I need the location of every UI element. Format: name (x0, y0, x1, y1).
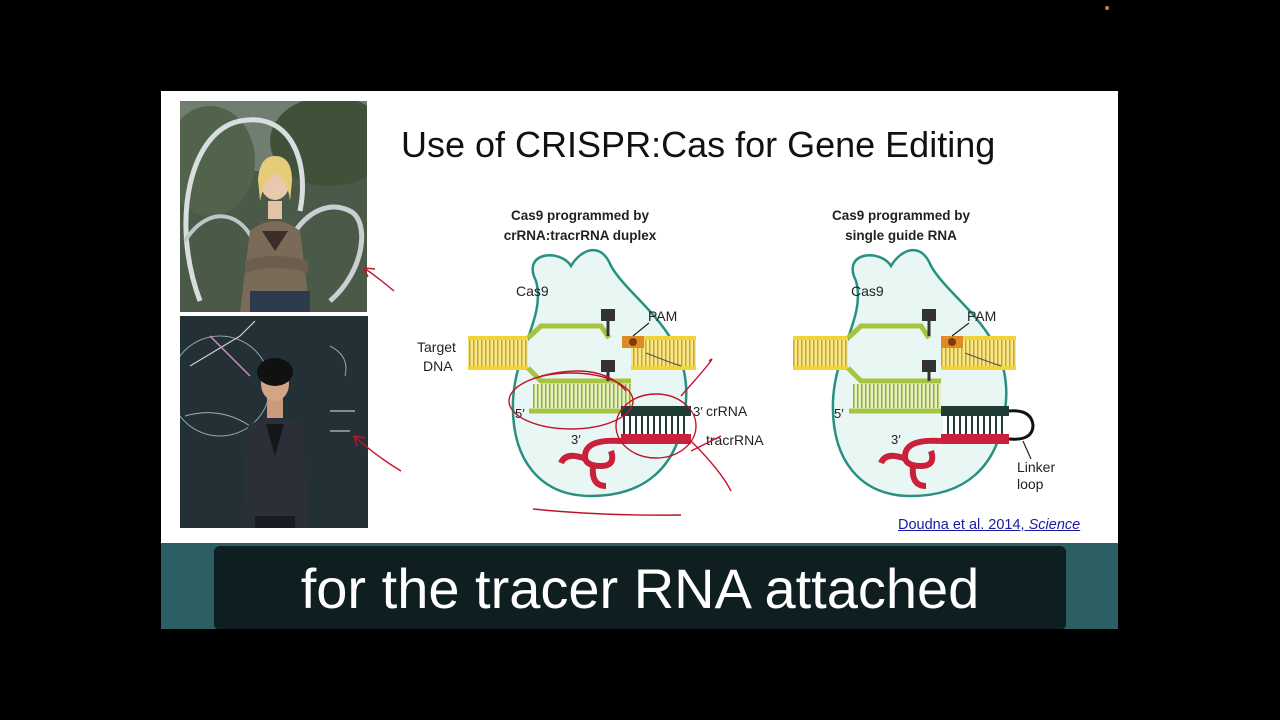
left-target-dna-left-segment (468, 338, 528, 368)
slide: Use of CRISPR:Cas for Gene Editing Cas9 … (161, 91, 1118, 629)
right-guide-rna-red (941, 434, 1009, 444)
right-linker-label-line1: Linker (1017, 459, 1055, 475)
left-three-prime-top: 3′ (693, 404, 703, 419)
left-crrna-label: crRNA (706, 403, 748, 419)
caption-band: for the tracer RNA attached (161, 543, 1118, 629)
left-pam-label: PAM (648, 308, 677, 324)
right-three-prime-bottom: 3′ (891, 432, 901, 447)
right-linker-loop (1008, 409, 1035, 441)
hand-drawn-annotations (353, 267, 732, 516)
left-crrna (621, 406, 691, 416)
left-cas9-label: Cas9 (516, 283, 549, 299)
right-five-prime: 5′ (834, 406, 844, 421)
portrait-photo-top (180, 101, 367, 312)
left-five-prime: 5′ (515, 406, 525, 421)
left-heading-line1: Cas9 programmed by (511, 208, 650, 223)
left-tracrrna (621, 434, 691, 444)
citation-journal: Science (1028, 517, 1081, 533)
portrait-photo-bottom (180, 316, 368, 528)
crispr-diagram: Cas9 programmed by crRNA:tracrRNA duplex… (353, 208, 1055, 516)
left-target-label-line2: DNA (423, 358, 453, 374)
diagram-left: Cas9 programmed by crRNA:tracrRNA duplex… (417, 208, 764, 498)
caption-text: for the tracer RNA attached (300, 556, 980, 620)
citation-link[interactable]: Doudna et al. 2014, Science (898, 517, 1080, 533)
left-guide-duplex (533, 384, 631, 408)
right-linker-label-line2: loop (1017, 476, 1044, 492)
right-pam-label: PAM (967, 308, 996, 324)
right-heading-line2: single guide RNA (845, 228, 957, 243)
left-heading-line2: crRNA:tracrRNA duplex (504, 228, 657, 243)
slide-title: Use of CRISPR:Cas for Gene Editing (401, 124, 996, 165)
right-guide-rna-dark (941, 406, 1009, 416)
caption-box: for the tracer RNA attached (214, 546, 1066, 629)
right-cas9-label: Cas9 (851, 283, 884, 299)
left-tracrrna-label: tracrRNA (706, 432, 764, 448)
recording-indicator-dot (1105, 6, 1109, 10)
citation-authors: Doudna et al. 2014, (898, 517, 1029, 533)
left-target-label-line1: Target (417, 339, 456, 355)
right-heading-line1: Cas9 programmed by (832, 208, 971, 223)
left-three-prime-bottom: 3′ (571, 432, 581, 447)
diagram-right: Cas9 programmed by single guide RNA Cas9… (793, 208, 1055, 498)
